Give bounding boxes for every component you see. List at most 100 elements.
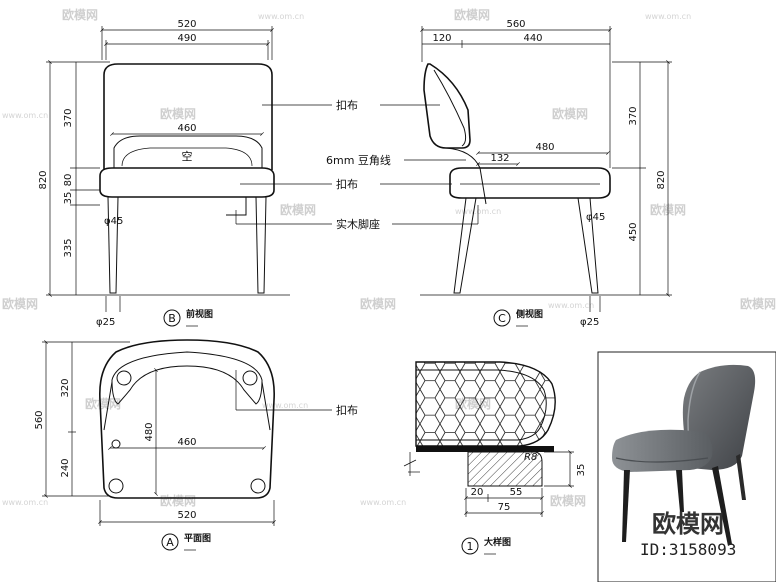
front-leg [577, 197, 599, 294]
dim-piping-offset: 132 [490, 153, 509, 164]
product-photo: 欧模网 ID:3158093 [597, 351, 776, 582]
watermark-logo: 欧模网 [2, 296, 38, 311]
plan-side-line [103, 381, 113, 431]
foam-section [415, 361, 556, 447]
dim-front-depth: 240 [60, 458, 71, 477]
wood-base-section [467, 451, 543, 487]
pivot-circle [111, 439, 121, 449]
photo-leg [622, 470, 630, 542]
watermark-logo: 欧模网 [552, 106, 588, 121]
callout-fabric-1: 扣布 [336, 98, 358, 112]
photo-brand: 欧模网 [652, 510, 724, 538]
plan-side-line [261, 381, 271, 431]
watermark-logo: 欧模网 [280, 202, 316, 217]
dim-inner-width: 460 [177, 437, 196, 448]
dim-back-depth: 320 [60, 378, 71, 397]
dim-total-height: 820 [656, 170, 667, 189]
view-title: 侧视图 [516, 308, 543, 320]
watermark-logo: 欧模网 [550, 493, 586, 508]
plan-backrest [111, 351, 263, 405]
watermark-logo: 欧模网 [740, 296, 776, 311]
watermark-logo: 欧模网 [454, 7, 490, 22]
plan-outline [99, 339, 275, 499]
dim-leg-height: 450 [628, 222, 639, 241]
watermark-site: www.om.cn [645, 12, 691, 21]
dim-seat-band: 80 [63, 174, 74, 187]
view-title: 大样图 [484, 536, 511, 548]
title-letter: B [168, 312, 176, 325]
side-seat-cushion [449, 167, 611, 199]
watermark-site: www.om.cn [548, 301, 594, 310]
dim-back-width: 490 [177, 33, 196, 44]
title-bubble [161, 533, 179, 551]
dim-leg-bottom-dia: φ25 [580, 317, 599, 328]
base-board [416, 446, 554, 452]
side-back-outline [423, 63, 471, 149]
dim-total-height: 820 [38, 170, 49, 189]
dim-total: 75 [498, 502, 511, 513]
photo-chair-seat [612, 429, 713, 472]
watermark-logo: 欧模网 [85, 396, 121, 411]
dim-back-top: 120 [432, 33, 451, 44]
side-back-inner [433, 69, 467, 147]
dim-total-depth: 560 [34, 410, 45, 429]
watermark-site: www.om.cn [2, 498, 48, 507]
callout-piping: 6mm 豆角线 [326, 153, 391, 167]
dim-radius: R8 [524, 452, 537, 463]
leg-top-circle [250, 478, 266, 494]
fabric-layer [416, 369, 547, 441]
title-bubble [461, 537, 479, 555]
side-view: 560 120 440 820 370 450 480 132 φ45 φ25 [420, 19, 672, 328]
callout-solid-wood-base: 实木脚座 [336, 217, 380, 231]
callouts: 扣布 6mm 豆角线 扣布 实木脚座 扣布 [235, 98, 479, 417]
view-title: 平面图 [184, 533, 211, 544]
detail-view: R8 35 20 55 75 1 大样图 [403, 361, 587, 555]
dim-leg-top-dia: φ45 [104, 216, 123, 227]
title-letter: A [166, 536, 174, 549]
front-left-leg [107, 196, 119, 294]
title-bubble [493, 309, 511, 327]
front-view: 520 490 820 370 80 35 335 空 460 φ45 [38, 19, 290, 328]
dim-seat-width: 460 [177, 123, 196, 134]
dim-inner-depth: 480 [144, 422, 155, 441]
callout-fabric-2: 扣布 [336, 177, 358, 191]
title-bubble [163, 309, 181, 327]
photo-id: ID:3158093 [640, 540, 736, 559]
dim-a: 20 [471, 487, 484, 498]
dim-leg-height: 335 [63, 238, 74, 257]
seat-cushion [99, 167, 275, 198]
dim-seat-depth: 480 [535, 142, 554, 153]
leg-top-circle [108, 478, 124, 494]
photo-seat-seam [615, 457, 709, 463]
leg-top-circle [116, 370, 132, 386]
watermark-logo: 欧模网 [62, 7, 98, 22]
plan-view: 560 320 240 480 460 520 A 平面图 [34, 339, 276, 551]
dim-height: 35 [576, 464, 587, 477]
watermark-logo: 欧模网 [160, 493, 196, 508]
dim-b: 55 [510, 487, 523, 498]
dim-back-depth: 440 [523, 33, 542, 44]
watermark-logo: 欧模网 [160, 106, 196, 121]
dim-back-height: 370 [628, 106, 639, 125]
watermark-site: www.om.cn [360, 498, 406, 507]
chair-back-outline [103, 63, 273, 170]
photo-leg [712, 466, 732, 546]
dim-seat-offset: 35 [63, 192, 74, 205]
photo-leg [736, 454, 746, 500]
dim-leg-top-dia: φ45 [586, 212, 605, 223]
watermark-logo: 欧模网 [360, 296, 396, 311]
opening-label: 空 [182, 149, 193, 163]
dim-leg-bottom-dia: φ25 [96, 317, 115, 328]
dim-overall-width: 520 [177, 510, 196, 521]
back-opening-inner [121, 147, 253, 167]
photo-leg [676, 470, 684, 512]
break-symbol [403, 452, 417, 476]
front-right-leg [255, 196, 267, 294]
watermark-site: www.om.cn [2, 111, 48, 120]
watermark-site: www.om.cn [258, 12, 304, 21]
rear-leg [453, 197, 477, 294]
watermark-site: www.om.cn [262, 401, 308, 410]
dim-overall-width: 520 [177, 19, 196, 30]
back-opening [113, 135, 263, 168]
view-title: 前视图 [186, 308, 213, 320]
